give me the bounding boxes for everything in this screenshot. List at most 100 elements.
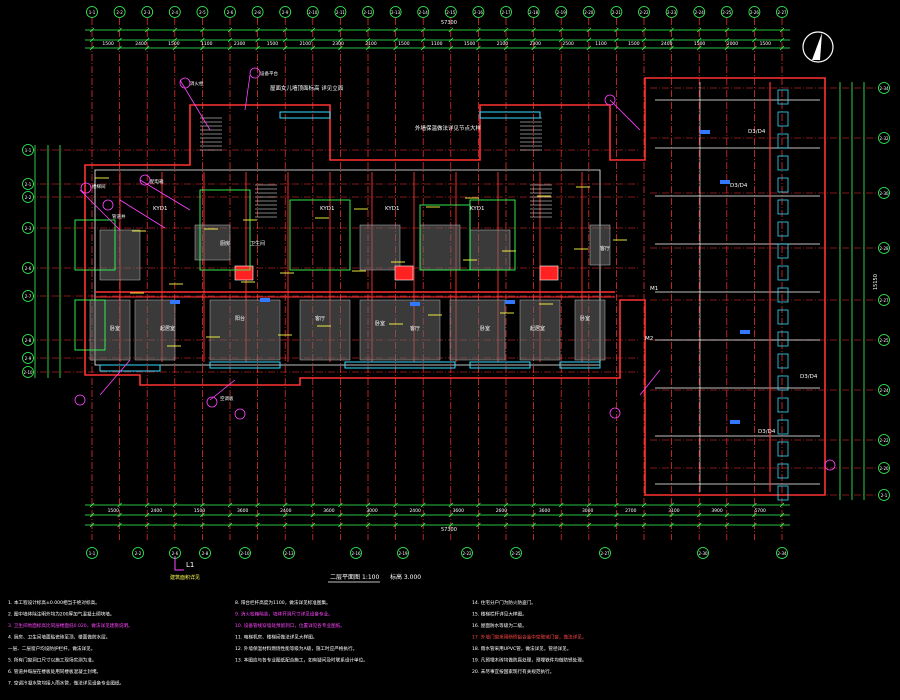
- axis-bubble-circle: [22, 178, 34, 190]
- axis-bubble: 2-32: [878, 132, 890, 144]
- axis-bubble: 2-7: [22, 290, 34, 302]
- axis-bubble-circle: [141, 6, 154, 18]
- room-label: 客厅: [410, 325, 420, 332]
- dimension-tick: [696, 27, 702, 33]
- axis-bubble-label: 2-27: [600, 551, 610, 556]
- dimension-tick: [476, 502, 481, 508]
- axis-bubble: 2-8: [251, 6, 264, 18]
- dimension-tick: [255, 37, 260, 43]
- callout-label: 管道井: [112, 213, 126, 220]
- dimension-tick: [779, 502, 785, 508]
- dimension-tick: [779, 37, 785, 43]
- axis-bubble-circle: [22, 366, 34, 378]
- dimension-tick: [420, 502, 426, 508]
- room-hatch: [99, 229, 141, 281]
- axis-bubble-label: 1-1: [89, 551, 96, 556]
- dimension-text-top: 1100: [201, 41, 213, 47]
- axis-bubble-label: 2-22: [462, 551, 472, 556]
- total-dimension-bottom: 57300: [441, 527, 457, 533]
- leader-line: [119, 199, 166, 229]
- window: [777, 287, 789, 303]
- dimension-tick: [614, 45, 619, 51]
- dimension-tick: [586, 512, 592, 518]
- axis-bubble: 2-13: [283, 547, 295, 559]
- dimension-tick: [144, 512, 150, 518]
- dimension-tick: [586, 522, 592, 528]
- window: [777, 441, 789, 457]
- room-box: [74, 299, 106, 351]
- dimension-tick: [586, 27, 592, 33]
- axis-bubble-label: 2-9: [25, 356, 32, 361]
- dimension-text-bottom: 3100: [668, 508, 680, 514]
- room-hatch: [419, 224, 461, 271]
- axis-bubble-circle: [334, 6, 347, 18]
- dimension-tick: [641, 512, 647, 518]
- dimension-tick: [338, 512, 343, 518]
- dimension-tick: [310, 45, 316, 51]
- axis-bubble-circle: [878, 334, 890, 346]
- axis-bubble: 2-25: [510, 547, 522, 559]
- axis-bubble: 2-19: [555, 6, 568, 18]
- dimension-text-top: 1500: [694, 41, 706, 47]
- axis-bubble-label: 2-2: [25, 195, 32, 200]
- dimension-tick: [282, 522, 288, 528]
- axis-bubble: 2-1: [878, 489, 890, 501]
- dimension-text-bottom: 5700: [754, 508, 766, 514]
- room-hatch: [449, 299, 506, 361]
- dimension-tick: [420, 512, 426, 518]
- window: [559, 361, 601, 369]
- window: [777, 89, 789, 105]
- dimension-tick: [144, 37, 150, 43]
- axis-bubble-circle: [168, 6, 181, 18]
- dimension-tick: [89, 37, 95, 43]
- axis-bubble-label: 2-20: [584, 10, 594, 15]
- note-line: 19. 凡预埋木砖均做防腐处理，预埋铁件均做防锈处理。: [472, 657, 586, 664]
- axis-bubble-circle: [527, 6, 540, 18]
- dimension-tick: [752, 522, 757, 528]
- dimension-text-top: 2100: [300, 41, 312, 47]
- axis-bubble-circle: [417, 6, 430, 18]
- room-label: 起居室: [160, 325, 175, 332]
- dimension-tick: [558, 502, 564, 508]
- axis-bubble: 2-16: [472, 6, 485, 18]
- axis-bubble: 2-3: [141, 6, 154, 18]
- dimension-tick: [420, 522, 426, 528]
- note-line: 15. 楼梯栏杆详见大样图。: [472, 611, 527, 618]
- dimension-tick: [282, 45, 288, 51]
- axis-bubble: 2-9: [279, 6, 292, 18]
- note-line: 3. 卫生间地面标高比同层楼面低0.020，做法详见建施说明。: [8, 622, 133, 629]
- axis-bubble-label: 2-13: [391, 10, 401, 15]
- equipment-marker: [505, 300, 515, 304]
- axis-bubble-label: 2-16: [474, 10, 484, 15]
- room-hatch: [194, 224, 231, 261]
- dimension-tick: [227, 37, 233, 43]
- axis-bubble-label: 2-4: [172, 10, 179, 15]
- dimension-tick: [586, 502, 592, 508]
- dimension-tick: [227, 522, 233, 528]
- axis-bubble-label: 2-18: [529, 10, 539, 15]
- axis-bubble-circle: [224, 6, 236, 18]
- axis-bubble-label: 2-26: [750, 10, 760, 15]
- dimension-tick: [365, 27, 371, 33]
- general-notes: 1. 本工程设计标高±0.000相当于绝对标高。2. 图中墙体除注明外均为200…: [8, 599, 586, 687]
- dimension-tick: [641, 522, 647, 528]
- window: [777, 419, 789, 435]
- window: [777, 485, 789, 501]
- room-label: 起居室: [530, 325, 545, 332]
- dimension-tick: [117, 45, 122, 51]
- dimension-tick: [255, 27, 260, 33]
- dimension-text-bottom: 2700: [625, 508, 637, 514]
- leader-line: [99, 359, 131, 396]
- axis-bubble: 2-8: [22, 334, 34, 346]
- dimension-text-top: 2300: [332, 41, 344, 47]
- axis-bubble-label: 2-13: [284, 551, 294, 556]
- axis-bubble-circle: [878, 489, 890, 501]
- axis-bubble: 2-22: [878, 434, 890, 446]
- axis-bubble-label: 2-24: [695, 10, 705, 15]
- dimension-tick: [476, 45, 481, 51]
- axis-bubble-circle: [582, 6, 595, 18]
- dimension-tick: [282, 502, 288, 508]
- window: [777, 155, 789, 171]
- axis-bubble-circle: [196, 6, 209, 18]
